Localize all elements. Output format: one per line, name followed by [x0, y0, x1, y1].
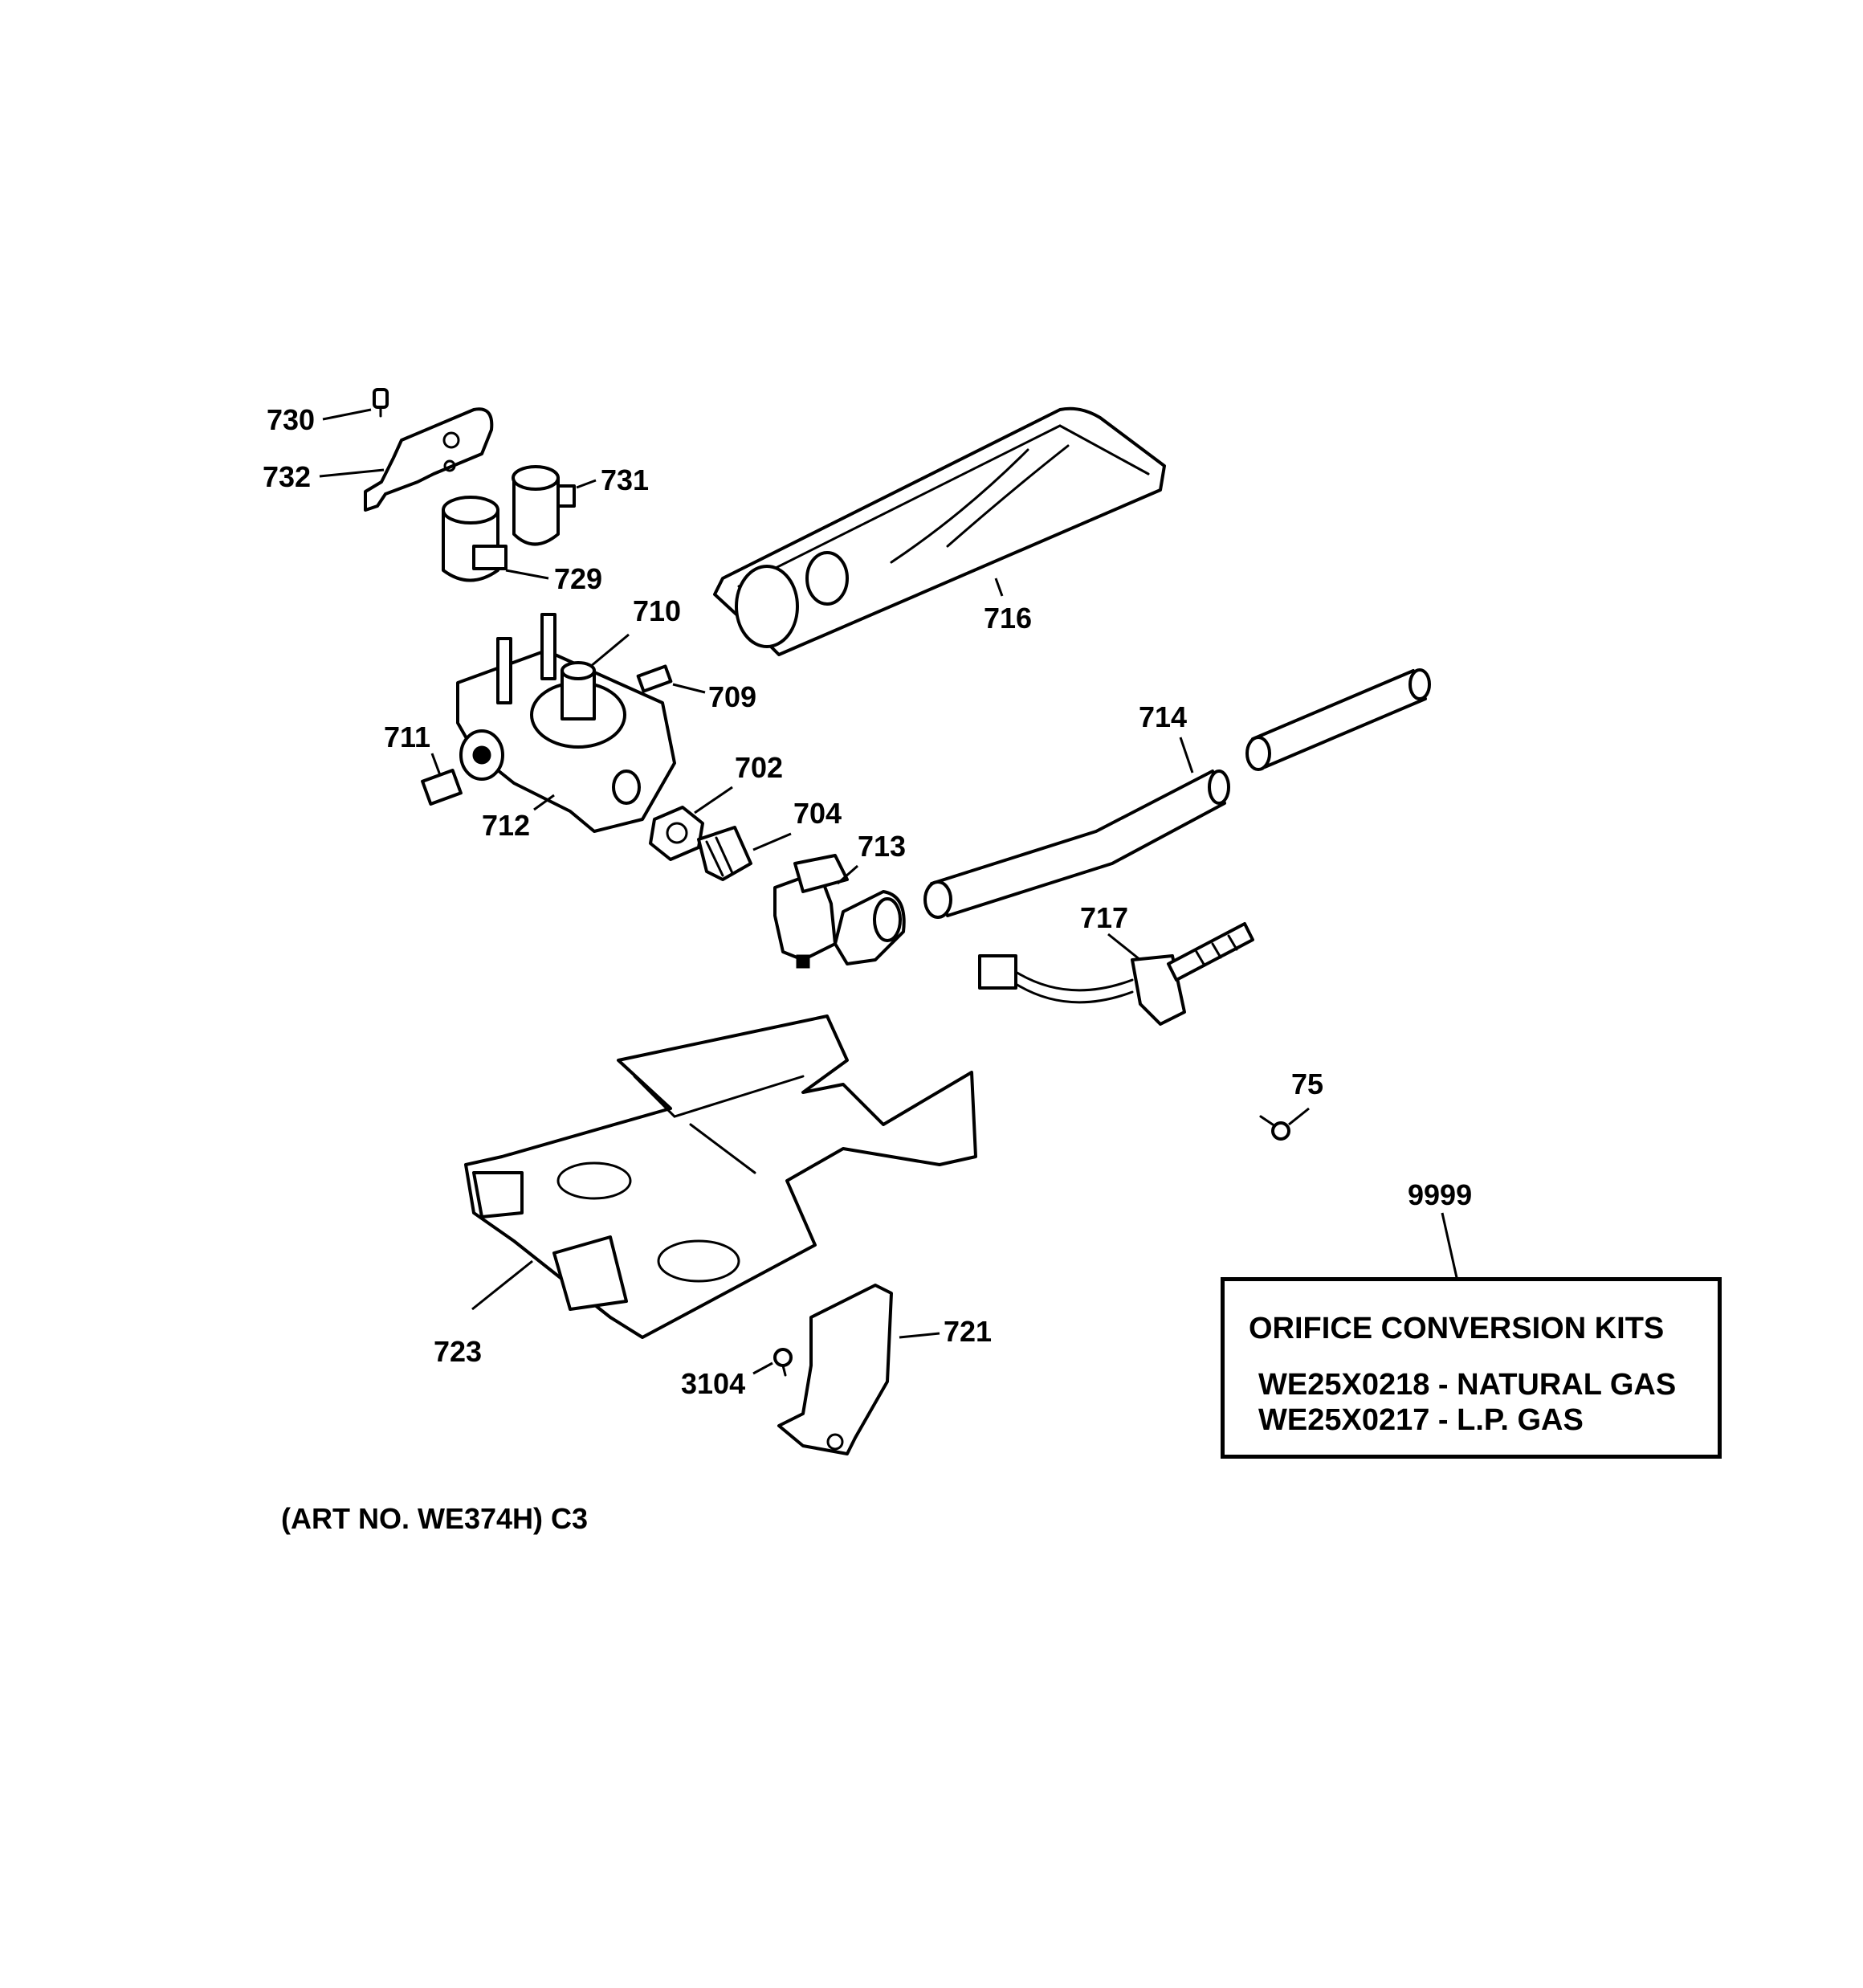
- part-732-bracket: [364, 407, 494, 512]
- part-704-adapter: [697, 826, 752, 881]
- callout-716: 716: [984, 602, 1032, 635]
- part-729-solenoid-coil: [442, 496, 508, 582]
- callout-711: 711: [384, 720, 430, 753]
- part-711-fitting: [421, 769, 463, 806]
- callout-731: 731: [601, 463, 649, 496]
- kit-box-title: ORIFICE CONVERSION KITS: [1249, 1312, 1665, 1345]
- part-712-gas-valve: [456, 613, 676, 833]
- callout-9999: 9999: [1408, 1178, 1472, 1211]
- part-3104-screw: [773, 1348, 793, 1377]
- leader-lines: [319, 408, 1459, 1375]
- part-730-screw: [373, 388, 389, 418]
- callout-75: 75: [1291, 1067, 1323, 1100]
- callout-717: 717: [1080, 901, 1128, 934]
- callout-3104: 3104: [681, 1367, 745, 1400]
- callout-729: 729: [554, 562, 602, 595]
- callout-714: 714: [1139, 700, 1187, 733]
- callout-721: 721: [944, 1315, 992, 1348]
- part-717-igniter: [978, 922, 1254, 1026]
- callout-704: 704: [793, 797, 842, 830]
- part-709-orifice: [636, 664, 673, 693]
- part-731-solenoid-coil: [512, 465, 576, 546]
- part-75-screw: [1259, 1115, 1290, 1141]
- orifice-conversion-kits-box: ORIFICE CONVERSION KITS WE25X0218 - NATU…: [1221, 1277, 1722, 1459]
- kit-row-lp-gas: WE25X0217 - L.P. GAS: [1258, 1403, 1584, 1437]
- callout-713: 713: [858, 830, 906, 863]
- part-716-burner-tube: [713, 406, 1166, 656]
- callout-710: 710: [633, 594, 681, 627]
- part-721-bracket: [777, 1284, 893, 1455]
- part-702-hex-nut: [649, 806, 704, 861]
- kit-row-natural-gas: WE25X0218 - NATURAL GAS: [1258, 1368, 1677, 1402]
- callout-709: 709: [708, 680, 756, 713]
- part-713-shutoff-valve: [773, 854, 906, 969]
- callout-labels: 730 732 731 729 710 716 709 711 712 702 …: [263, 403, 1472, 1400]
- callout-723: 723: [434, 1335, 482, 1368]
- callout-702: 702: [735, 751, 783, 784]
- callout-732: 732: [263, 460, 311, 493]
- callout-712: 712: [482, 809, 530, 842]
- part-714-gas-pipe: [923, 668, 1431, 919]
- part-723-base-plate: [464, 1014, 977, 1339]
- callout-730: 730: [267, 403, 315, 436]
- art-number: (ART NO. WE374H) C3: [281, 1502, 589, 1535]
